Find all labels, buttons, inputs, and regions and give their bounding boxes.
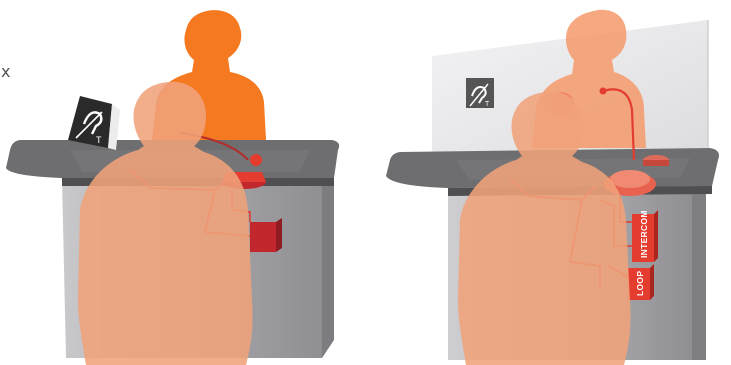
loop-unit: LOOP	[628, 264, 654, 300]
intercom-unit: INTERCOM	[632, 210, 658, 262]
loop-label: LOOP	[635, 271, 645, 296]
left-counter-scene: T	[6, 10, 339, 365]
right-sign-letter: T	[485, 101, 490, 108]
right-hearing-loop-sign: T	[466, 78, 494, 108]
right-counter-scene: T	[386, 10, 719, 365]
left-sign-letter: T	[96, 135, 102, 145]
intercom-label: INTERCOM	[639, 210, 649, 258]
left-loop-box	[250, 222, 276, 252]
